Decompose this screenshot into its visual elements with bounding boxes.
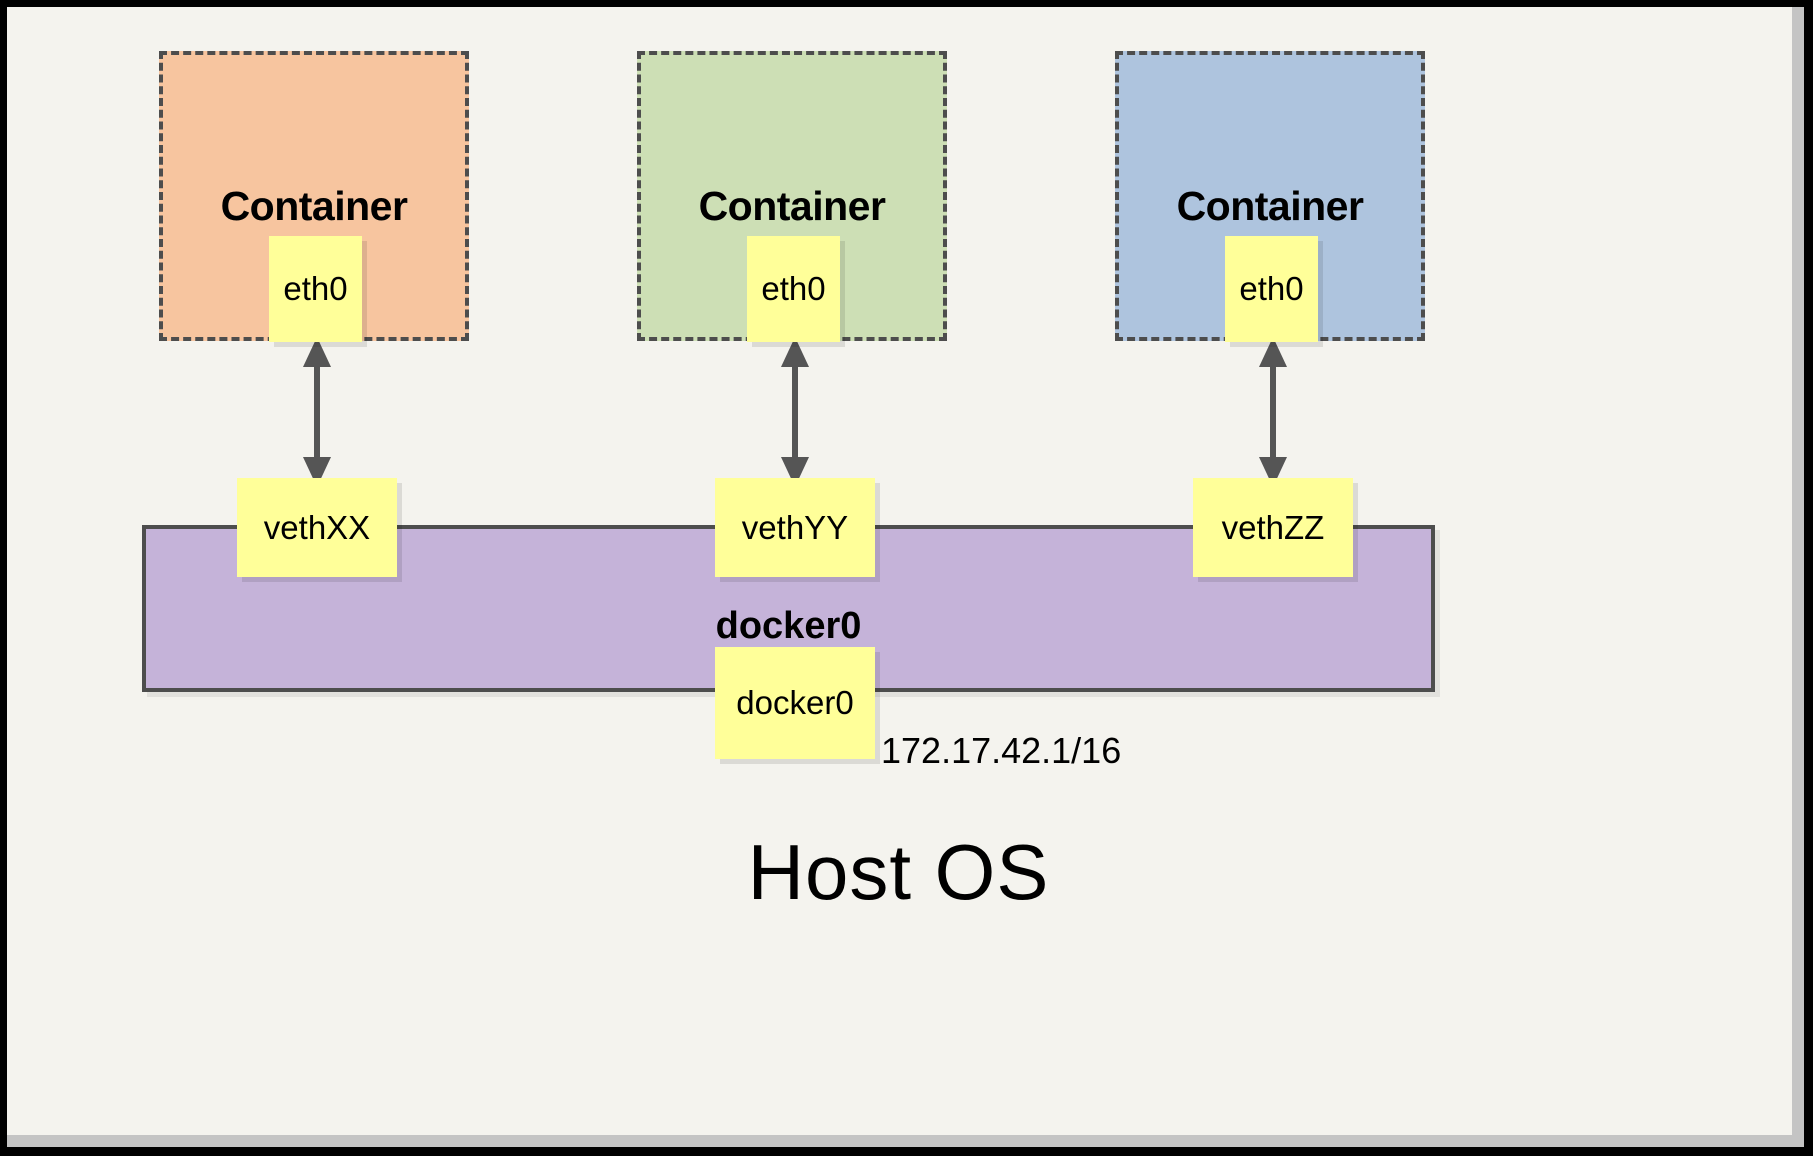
eth0-note-1: eth0 (269, 236, 362, 342)
vethxx-note: vethXX (237, 478, 397, 577)
docker0-bar-label: docker0 (715, 605, 862, 647)
vethyy-note: vethYY (715, 478, 875, 577)
diagram-page: Container Container Container docker0 (7, 7, 1790, 1133)
container-title-1: Container (220, 183, 408, 229)
vethxx-note-label: vethXX (263, 508, 371, 546)
arrow-container-1-to-vethxx (303, 337, 331, 487)
container-title-2: Container (698, 183, 886, 229)
page-shadow-right (1792, 7, 1804, 1147)
page-shadow-bottom (7, 1135, 1804, 1147)
eth0-note-2-label: eth0 (761, 270, 826, 307)
bridge-ip-label: 172.17.42.1/16 (881, 730, 1122, 771)
vethzz-note-label: vethZZ (1221, 508, 1325, 546)
host-os-label: Host OS (747, 828, 1050, 916)
arrow-container-3-to-vethzz (1259, 337, 1287, 487)
vethzz-note: vethZZ (1193, 478, 1353, 577)
arrow-container-2-to-vethyy (781, 337, 809, 487)
vethyy-note-label: vethYY (741, 508, 849, 546)
container-title-3: Container (1176, 183, 1364, 229)
eth0-note-3-label: eth0 (1239, 270, 1304, 307)
eth0-note-3: eth0 (1225, 236, 1318, 342)
eth0-note-1-label: eth0 (283, 270, 348, 307)
docker0-interface-note-label: docker0 (736, 684, 854, 721)
docker0-interface-note: docker0 (715, 647, 875, 759)
eth0-note-2: eth0 (747, 236, 840, 342)
